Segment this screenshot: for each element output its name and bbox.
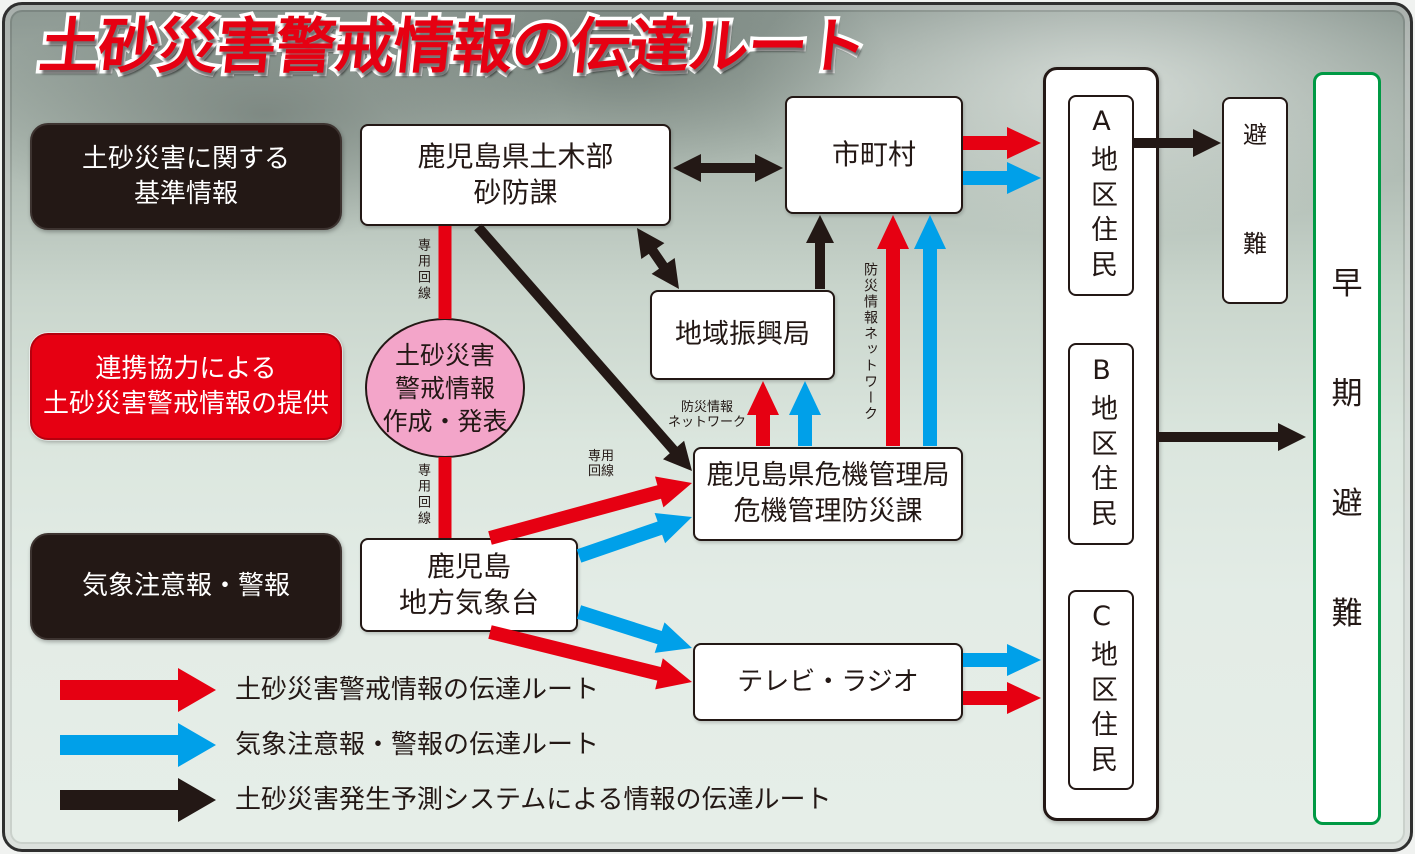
residents-label: B地区住民 [1086,354,1117,534]
panel-line: 気象注意報・警報 [81,571,290,601]
evacuation-box: 避 難 [1222,97,1288,304]
node-line: テレビ・ラジオ [737,667,919,697]
early-evacuation-char: 難 [1331,595,1363,632]
evacuation-char: 避 [1243,121,1267,149]
node-line: 鹿児島 [426,550,511,583]
node-tv-radio: テレビ・ラジオ [693,643,963,721]
node-regional-bureau: 地域振興局 [650,290,835,380]
node-sabo-division: 鹿児島県土木部 砂防課 [360,124,671,226]
node-municipality: 市町村 [785,96,963,214]
label-line: 専用 [587,449,614,464]
early-evacuation-box: 早 期 避 難 [1313,72,1381,825]
residents-label: C地区住民 [1086,600,1117,780]
node-line: 鹿児島県土木部 [417,140,614,173]
legend-label-prediction-route: 土砂災害発生予測システムによる情報の伝達ルート [235,785,832,815]
early-evacuation-char: 早 [1331,265,1363,302]
panel-line: 土砂災害に関する [81,143,290,174]
panel-weather-warnings: 気象注意報・警報 [30,533,342,640]
node-crisis-management: 鹿児島県危機管理局 危機管理防災課 [693,447,963,541]
panel-criteria-info: 土砂災害に関する 基準情報 [30,123,342,230]
panel-line: 連携協力による [95,353,277,384]
label-line: 回線 [587,464,614,479]
node-line: 警戒情報 [394,373,495,403]
label-dedicated-line-diagonal: 専用 回線 [578,449,624,479]
residents-area-a: A地区住民 [1068,95,1134,296]
residents-area-b: B地区住民 [1068,343,1134,545]
node-line: 市町村 [831,138,916,171]
node-line: 危機管理防災課 [733,496,923,527]
label-disaster-network-horizontal: 防災情報 ネットワーク [660,400,754,430]
evacuation-char: 難 [1243,230,1267,258]
label-dedicated-line-upper: 専用回線 [415,238,430,302]
legend-label-landslide-route: 土砂災害警戒情報の伝達ルート [235,675,600,705]
early-evacuation-char: 避 [1331,485,1363,522]
label-dedicated-line-lower: 専用回線 [415,463,430,527]
node-line: 砂防課 [473,176,558,209]
label-line: ネットワーク [667,415,746,430]
node-line: 地域振興局 [675,319,810,350]
panel-line: 土砂災害警戒情報の提供 [42,388,329,419]
residents-area-c: C地区住民 [1068,590,1134,790]
node-weather-office: 鹿児島 地方気象台 [360,538,578,632]
node-line: 土砂災害 [394,340,495,370]
label-line: 防災情報 [680,400,733,415]
panel-cooperative-provision: 連携協力による 土砂災害警戒情報の提供 [30,333,342,440]
panel-line: 基準情報 [133,178,238,209]
diagram-title: 土砂災害警戒情報の伝達ルート [33,9,873,86]
residents-label: A地区住民 [1086,106,1117,285]
legend-label-weather-route: 気象注意報・警報の伝達ルート [235,730,600,760]
label-disaster-network-vertical: 防災情報ネットワーク [862,262,878,422]
early-evacuation-char: 期 [1331,375,1363,412]
node-line: 地方気象台 [398,586,539,619]
node-line: 作成・発表 [382,406,508,436]
node-line: 鹿児島県危機管理局 [706,460,950,491]
node-warning-issue: 土砂災害 警戒情報 作成・発表 [365,318,525,458]
